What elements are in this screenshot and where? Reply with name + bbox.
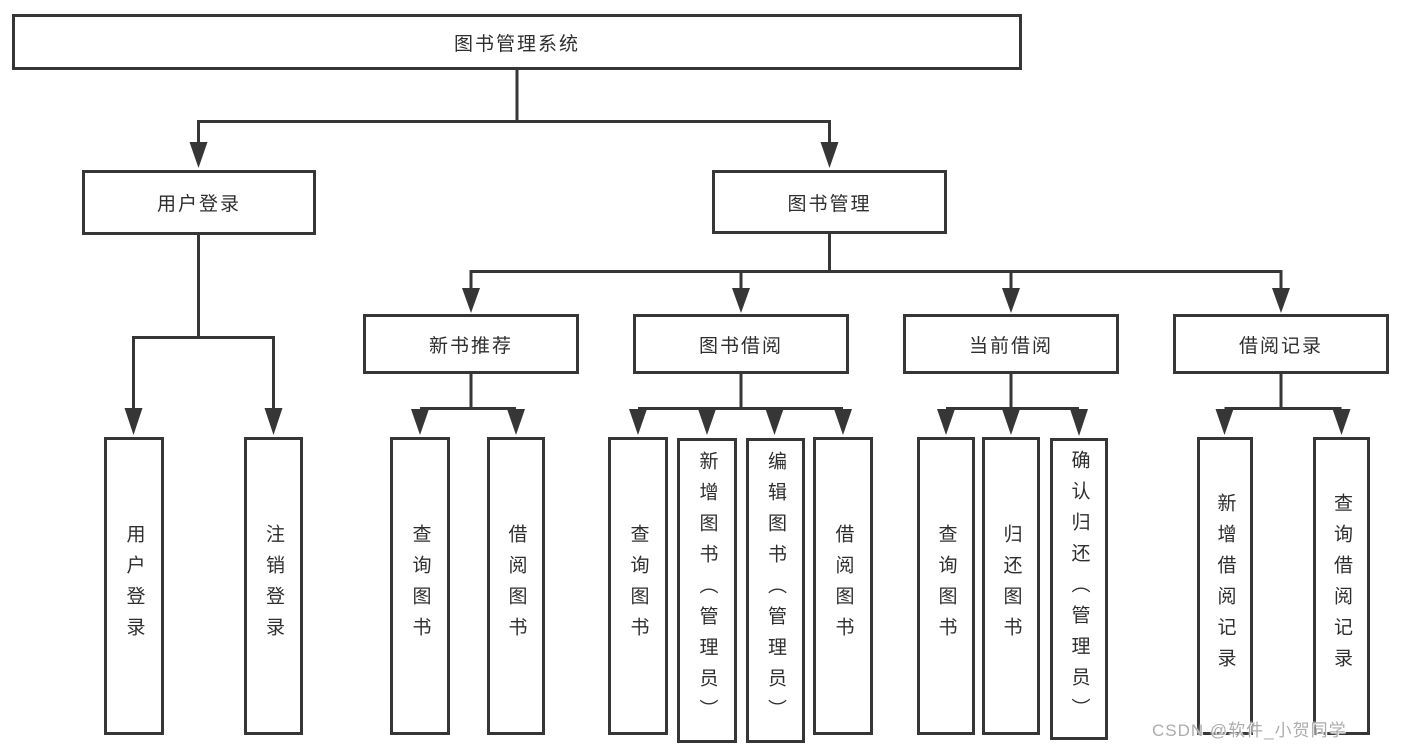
leaf-add-borrow-record: 新增借阅记录 (1197, 437, 1253, 735)
node-current-borrowing: 当前借阅 (903, 314, 1119, 374)
leaf-confirm-return-admin: 确认归还（管理员） (1050, 438, 1108, 740)
leaf-query-books-current: 查询图书 (917, 437, 975, 735)
csdn-watermark: CSDN @软件_小贺同学 (1152, 721, 1347, 740)
node-book-management: 图书管理 (712, 170, 947, 234)
leaf-query-books-borrow: 查询图书 (608, 437, 668, 735)
leaf-query-books-borrow-label: 查询图书 (627, 524, 649, 648)
leaf-add-books-admin-label: 新增图书（管理员） (696, 451, 718, 730)
leaf-return-books-label: 归还图书 (1000, 524, 1022, 648)
node-book-borrowing-label: 图书借阅 (698, 335, 783, 357)
node-book-management-label: 图书管理 (787, 193, 872, 215)
leaf-logout-label: 注销登录 (263, 524, 284, 648)
leaf-query-books-current-label: 查询图书 (935, 524, 957, 648)
leaf-add-books-admin: 新增图书（管理员） (677, 438, 737, 743)
node-user-login-label: 用户登录 (156, 194, 241, 215)
leaf-borrow-books-borrow-label: 借阅图书 (832, 524, 854, 648)
leaf-logout: 注销登录 (244, 437, 303, 735)
leaf-confirm-return-admin-label: 确认归还（管理员） (1068, 449, 1090, 729)
leaf-borrow-books-borrow: 借阅图书 (813, 437, 873, 735)
leaf-user-login: 用户登录 (104, 437, 164, 735)
leaf-borrow-books-newrec-label: 借阅图书 (505, 524, 527, 648)
node-root-label: 图书管理系统 (453, 33, 580, 55)
leaf-return-books: 归还图书 (982, 437, 1040, 735)
node-new-book-recommend: 新书推荐 (363, 314, 579, 374)
node-current-borrowing-label: 当前借阅 (968, 335, 1053, 357)
leaf-user-login-label: 用户登录 (123, 524, 145, 648)
leaf-query-borrow-record: 查询借阅记录 (1313, 437, 1370, 735)
node-borrow-records-label: 借阅记录 (1238, 335, 1323, 357)
node-user-login: 用户登录 (82, 170, 316, 235)
leaf-borrow-books-newrec: 借阅图书 (487, 437, 545, 735)
leaf-query-books-newrec: 查询图书 (390, 437, 450, 735)
leaf-query-books-newrec-label: 查询图书 (409, 524, 431, 648)
leaf-edit-books-admin: 编辑图书（管理员） (746, 438, 805, 743)
node-book-borrowing: 图书借阅 (633, 314, 849, 374)
leaf-query-borrow-record-label: 查询借阅记录 (1331, 493, 1352, 679)
node-new-book-recommend-label: 新书推荐 (428, 335, 513, 357)
leaf-add-borrow-record-label: 新增借阅记录 (1214, 493, 1236, 679)
leaf-edit-books-admin-label: 编辑图书（管理员） (765, 451, 786, 730)
node-borrow-records: 借阅记录 (1173, 314, 1389, 374)
node-root: 图书管理系统 (12, 14, 1022, 70)
